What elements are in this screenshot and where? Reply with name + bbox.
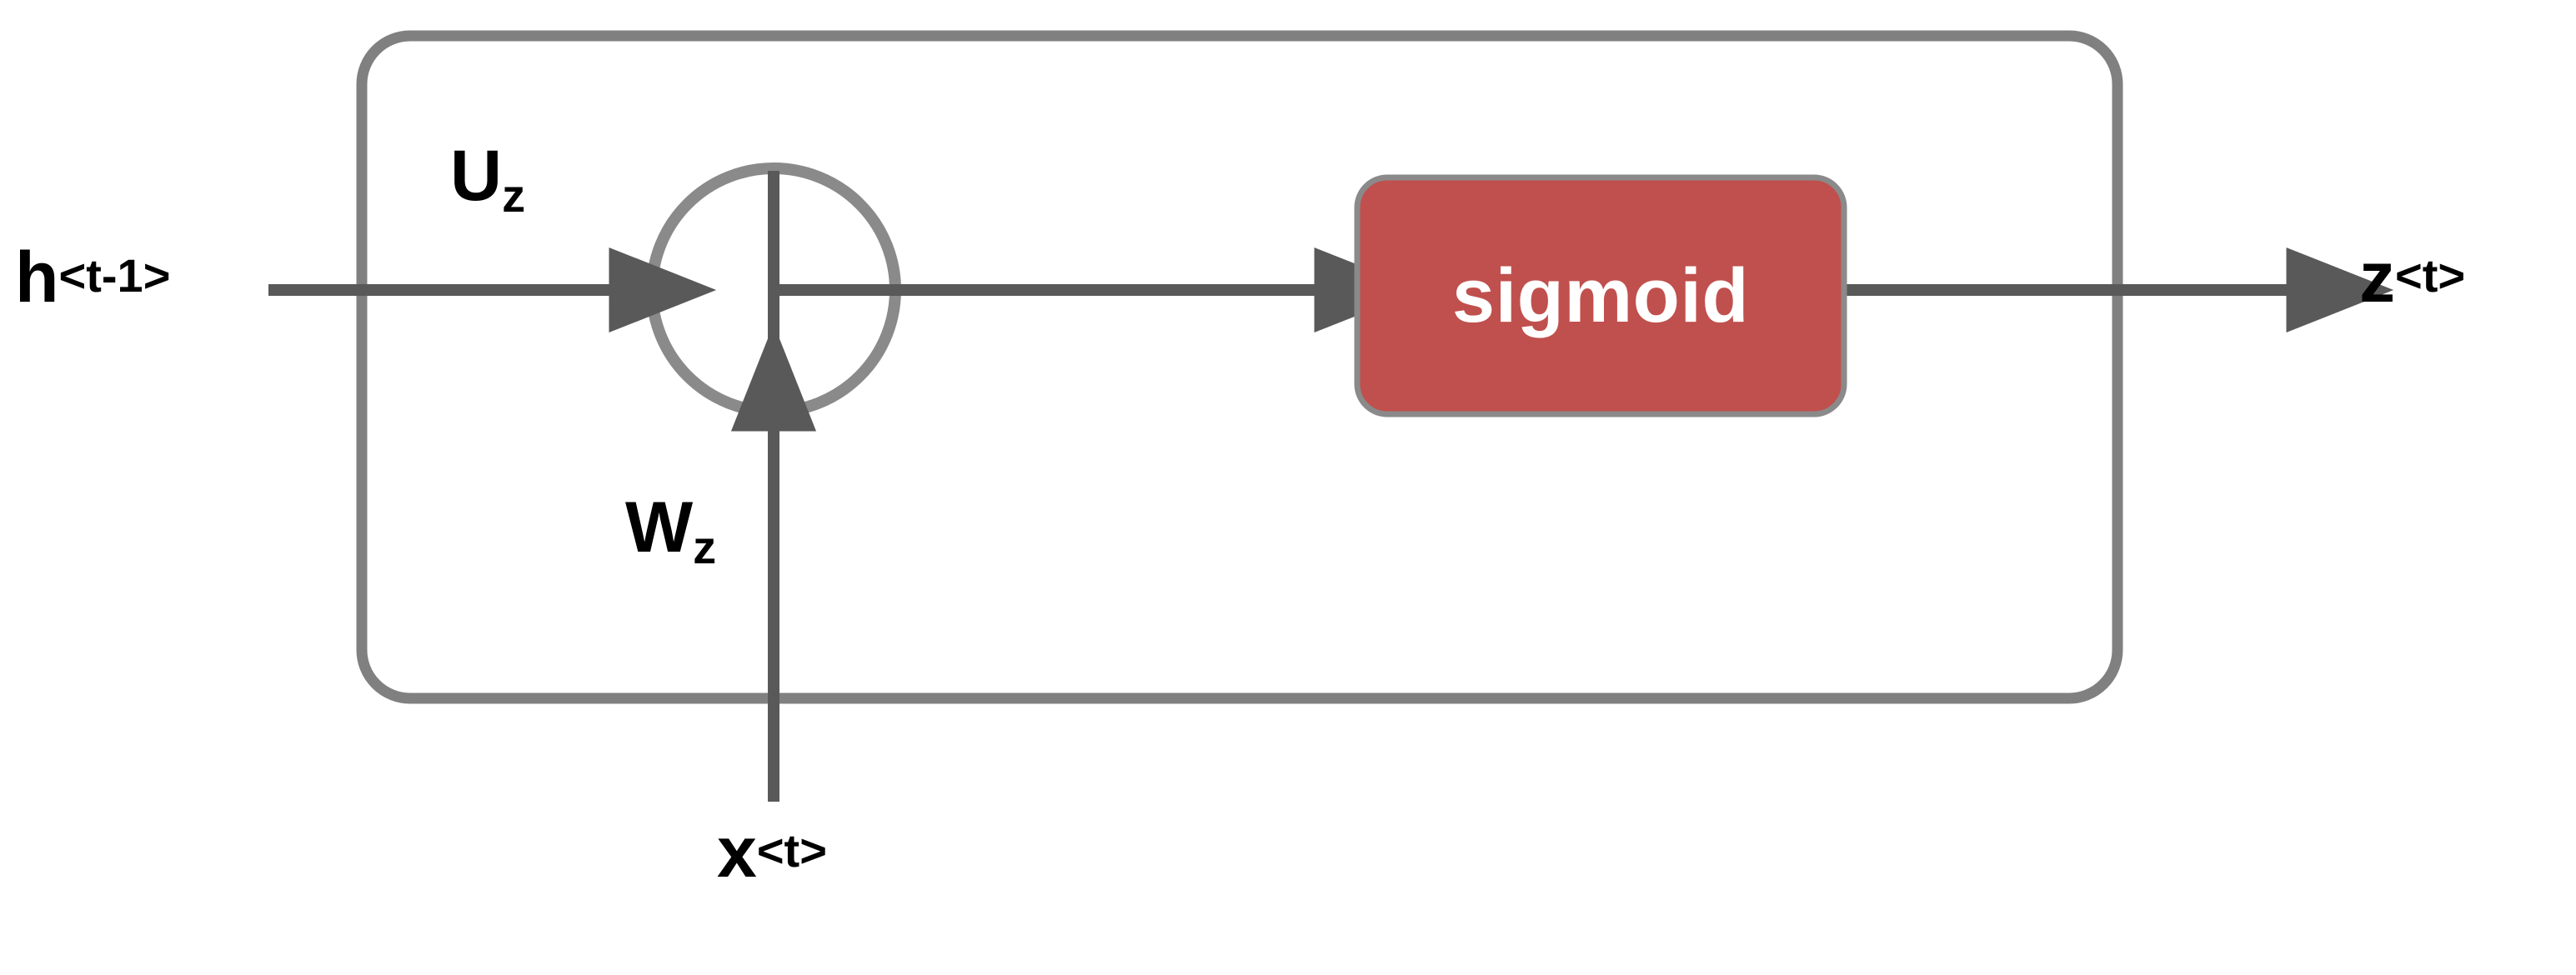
weight-wz-subscript: z — [693, 521, 717, 574]
weight-uz-base: U — [450, 136, 503, 216]
x-input-base: x — [717, 812, 757, 892]
x-input-superscript: <t> — [756, 824, 827, 878]
weight-wz-label: Wz — [625, 492, 716, 571]
weight-wz-base: W — [625, 488, 694, 568]
weight-uz-subscript: z — [502, 169, 526, 222]
hidden-state-superscript: <t-1> — [58, 249, 171, 302]
hidden-state-input-label: h<t-1> — [15, 242, 170, 313]
output-z-base: z — [2359, 238, 2395, 318]
output-z-label: z<t> — [2359, 242, 2465, 313]
sigmoid-activation-box[interactable] — [1354, 174, 1847, 418]
hidden-state-base: h — [15, 238, 59, 318]
gate-container-outline — [356, 30, 2123, 704]
weight-uz-label: Uz — [450, 140, 525, 219]
x-input-label: x<t> — [717, 817, 827, 888]
output-z-superscript: <t> — [2395, 249, 2466, 302]
